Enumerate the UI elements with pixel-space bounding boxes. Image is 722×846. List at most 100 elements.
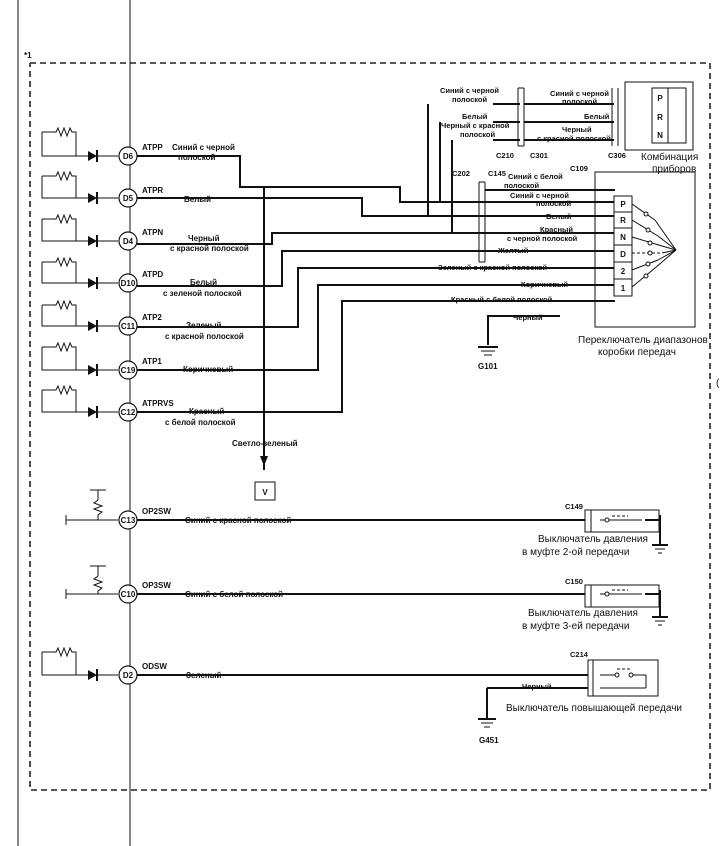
pin-wire-line2: с красной полоской <box>170 244 249 253</box>
range-letter: D <box>620 250 626 259</box>
top-left-label: Белый <box>462 112 488 121</box>
ground-label: G451 <box>479 736 499 745</box>
pin-id: D6 <box>123 152 134 161</box>
pin-id: C19 <box>121 366 136 375</box>
connector-c210: C210 <box>496 151 514 160</box>
pin-wire-line1: Зеленый <box>186 321 222 330</box>
top-connectors: Синий с черной полоской Белый Черный с к… <box>440 86 626 160</box>
pin-wire-line1: Черный <box>188 234 220 243</box>
pin-row-d6: D6 ATPP Синий с черной полоской <box>41 126 485 203</box>
edge-mark: ( <box>716 378 720 389</box>
range-switch-connector: C202 C145 C109 Синий с белой полоской Си… <box>438 164 615 322</box>
range-switch-caption: коробки передач <box>598 346 676 358</box>
pin-row-c11: C11 ATP2 Зеленый с красной полоской <box>41 267 585 341</box>
pin-id: C10 <box>121 590 136 599</box>
pin-signal: ATPP <box>142 143 163 152</box>
dashed-frame: *1 <box>24 51 711 791</box>
pin-signal: ATP2 <box>142 313 162 322</box>
connector-c301: C301 <box>530 151 548 160</box>
pressure-switch-caption: Выключатель давления <box>528 608 638 619</box>
pin-row-c10: C10 OP3SW Синий с белой полоской <box>65 565 585 604</box>
top-left-label: полоской <box>452 95 487 104</box>
range-letter: N <box>620 233 626 242</box>
pin-signal: ATP1 <box>142 357 162 366</box>
connector-c145: C145 <box>488 169 506 178</box>
pin-signal: ATPR <box>142 186 163 195</box>
pin-id: C12 <box>121 408 136 417</box>
cluster-caption: приборов <box>652 163 696 175</box>
pin-signal: OP3SW <box>142 581 171 590</box>
pin-signal: ATPD <box>142 270 163 279</box>
pin-id: D10 <box>121 279 136 288</box>
ground-g101: G101 <box>478 315 560 371</box>
connector-c214: C214 <box>570 650 589 659</box>
overdrive-caption: Выключатель повышающей передачи <box>506 703 682 714</box>
top-right-label: Белый <box>584 112 610 121</box>
switch-wire-label: полоской <box>504 181 539 190</box>
pin-wire-line1: Белый <box>190 278 217 287</box>
connector-c306: C306 <box>608 151 626 160</box>
range-letter: 2 <box>621 267 626 276</box>
range-letter: R <box>620 216 626 225</box>
pin-id: D4 <box>123 237 134 246</box>
switch-wire-label: полоской <box>536 199 571 208</box>
pin-signal: ATPN <box>142 228 163 237</box>
cluster-letter: R <box>657 113 663 122</box>
switch-wire-label: Синий с черной <box>510 191 569 200</box>
top-right-label: полоской <box>562 97 597 106</box>
range-switch: P R N D 2 1 Переключатель диапазонов кор… <box>578 171 708 358</box>
pin-id: D5 <box>123 194 134 203</box>
pin-id: C13 <box>121 516 136 525</box>
top-right-label: Синий с черной <box>550 89 609 98</box>
switch-wire-label: Коричневый <box>521 280 568 289</box>
top-left-label: полоской <box>460 130 495 139</box>
connector-c202: C202 <box>452 169 470 178</box>
pin-signal: ODSW <box>142 662 167 671</box>
pin-wire-line2: с красной полоской <box>165 332 244 341</box>
top-left-label: Синий с черной <box>440 86 499 95</box>
pin-wire-line2: с зеленой полоской <box>163 289 242 298</box>
range-letter: 1 <box>621 284 626 293</box>
connector-c109: C109 <box>570 164 588 173</box>
switch-wire-label: Красный с белой полоской <box>451 295 553 304</box>
range-letter: P <box>620 200 626 209</box>
pressure-switch-caption: в муфте 2-ой передачи <box>522 546 629 558</box>
pin-row-c19: C19 ATP1 Коричневый <box>41 284 590 380</box>
pressure-switch-2nd: C149 Выключатель давления в муфте 2-ой п… <box>522 502 668 558</box>
top-left-label: Черный с красной <box>441 121 510 130</box>
light-green-label: Светло-зеленый <box>232 439 298 448</box>
cluster-caption: Комбинация <box>641 151 698 163</box>
pressure-switch-caption: Выключатель давления <box>538 534 648 545</box>
pin-row-d5: D5 ATPR Белый <box>41 170 485 217</box>
ecm-module <box>17 0 131 846</box>
instrument-cluster: P R N Комбинация приборов <box>624 81 698 175</box>
ground-label: G101 <box>478 362 498 371</box>
switch-wire-label: Синий с белой <box>508 172 563 181</box>
pin-id: C11 <box>121 322 136 331</box>
connector-c150: C150 <box>565 577 583 586</box>
pin-row-c12: C12 ATPRVS Красный с белой полоской <box>41 300 590 427</box>
cluster-letter: P <box>657 94 663 103</box>
overdrive-wire-label: Черный <box>522 682 552 691</box>
pressure-switch-caption: в муфте 3-ей передачи <box>522 620 629 632</box>
switch-wire-label: Зеленый с красной полоской <box>438 263 548 272</box>
pin-signal: OP2SW <box>142 507 171 516</box>
switch-wire-label: Красный <box>540 225 573 234</box>
pin-id: D2 <box>123 671 134 680</box>
pin-wire-line2: полоской <box>178 153 216 162</box>
top-right-label: Черный <box>562 125 592 134</box>
pin-row-c13: C13 OP2SW Синий с красной полоской <box>65 489 585 530</box>
pin-wire-line1: Белый <box>184 195 211 204</box>
overdrive-switch: C214 G451 Черный Выключатель повышающей … <box>478 650 682 745</box>
frame-marker: *1 <box>24 51 32 60</box>
connector-c149: C149 <box>565 502 583 511</box>
light-green-wire: Светло-зеленый V <box>232 187 298 501</box>
cluster-letter: N <box>657 131 663 140</box>
pin-row-d10: D10 ATPD Белый с зеленой полоской <box>41 250 485 298</box>
pin-row-d4: D4 ATPN Черный с красной полоской <box>41 213 485 253</box>
pin-wire-line1: Синий с черной <box>172 143 235 152</box>
pin-row-d2: D2 ODSW Зеленый <box>41 646 588 685</box>
range-switch-caption: Переключатель диапазонов <box>578 335 708 346</box>
pressure-switch-3rd: C150 Выключатель давления в муфте 3-ей п… <box>522 577 668 632</box>
